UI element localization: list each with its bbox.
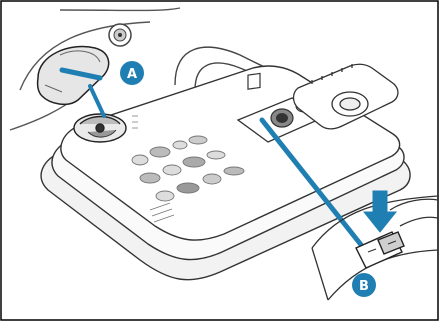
callout-b-label: B xyxy=(359,279,369,294)
small-dial xyxy=(109,24,131,46)
callout-a: A xyxy=(120,61,144,85)
callout-b: B xyxy=(352,273,376,297)
callout-a-label: A xyxy=(127,67,137,82)
